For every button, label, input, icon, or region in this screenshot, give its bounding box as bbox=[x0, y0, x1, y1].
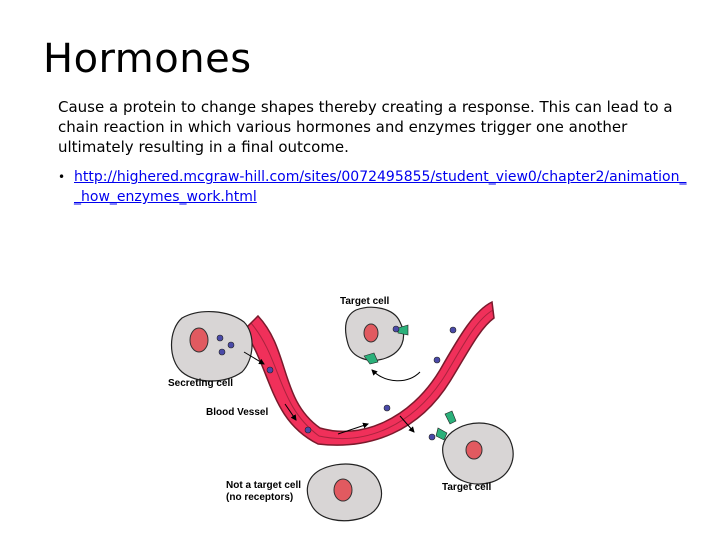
label-not-target-cell: Not a target cell bbox=[226, 480, 301, 491]
receptor-icon bbox=[444, 410, 457, 425]
label-blood-vessel: Blood Vessel bbox=[206, 407, 268, 418]
hormone-molecule bbox=[449, 326, 457, 334]
flow-arrow bbox=[284, 403, 297, 421]
flow-arrow bbox=[337, 422, 369, 435]
target-cell-bottom-nucleus bbox=[465, 440, 483, 460]
label-target-cell-top: Target cell bbox=[340, 296, 389, 307]
hormone-molecule bbox=[216, 334, 224, 342]
receptor-icon bbox=[435, 427, 448, 441]
link-bullet-item: • http://highered.mcgraw-hill.com/sites/… bbox=[58, 167, 688, 207]
slide-title: Hormones bbox=[43, 36, 252, 82]
non-target-cell-nucleus bbox=[333, 478, 353, 502]
hormone-molecule bbox=[304, 426, 312, 434]
flow-arrow bbox=[399, 415, 415, 433]
hormone-molecule bbox=[218, 348, 226, 356]
hormone-molecule bbox=[392, 325, 400, 333]
bullet-marker: • bbox=[58, 170, 66, 184]
secreting-cell bbox=[171, 311, 253, 382]
label-no-receptors: (no receptors) bbox=[226, 492, 293, 503]
flow-arrow bbox=[243, 351, 265, 365]
flow-arrow bbox=[371, 369, 421, 382]
target-cell-top-nucleus bbox=[363, 323, 379, 343]
slide-body-text: Cause a protein to change shapes thereby… bbox=[58, 98, 673, 156]
blood-vessel-inner-line bbox=[250, 309, 494, 439]
hormone-molecule bbox=[428, 433, 436, 441]
animation-link[interactable]: http://highered.mcgraw-hill.com/sites/00… bbox=[74, 169, 687, 205]
receptor-icon bbox=[363, 352, 379, 365]
hormone-molecule bbox=[383, 404, 391, 412]
hormone-molecule bbox=[266, 366, 274, 374]
hormone-molecule bbox=[433, 356, 441, 364]
secreting-cell-nucleus bbox=[189, 327, 209, 353]
hormone-molecule bbox=[227, 341, 235, 349]
label-secreting-cell: Secreting cell bbox=[168, 378, 233, 389]
label-target-cell-bottom: Target cell bbox=[442, 482, 491, 493]
